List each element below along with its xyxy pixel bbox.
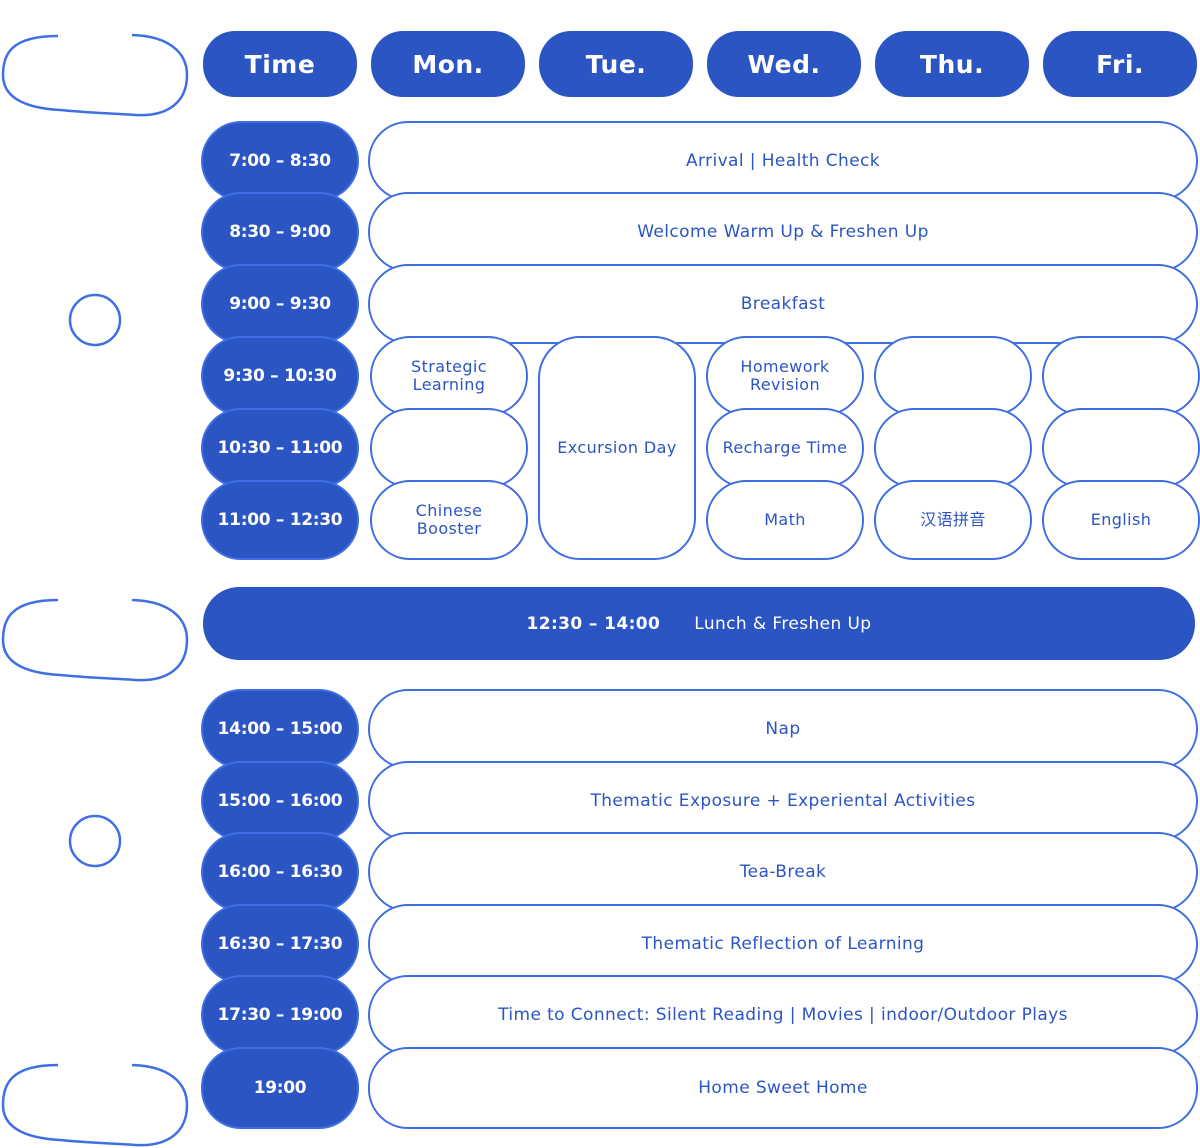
decorative-circle-1 <box>68 293 122 347</box>
cell-wed-recharge-time: Recharge Time <box>706 408 864 488</box>
cell-fri-empty-1 <box>1042 336 1200 416</box>
cell-mon-chinese-booster: Chinese Booster <box>370 480 528 560</box>
row-thematic-exposure: Thematic Exposure + Experiental Activiti… <box>368 761 1198 841</box>
lunch-label: Lunch & Freshen Up <box>694 613 872 634</box>
header-monday: Mon. <box>371 31 525 97</box>
header-time: Time <box>203 31 357 97</box>
header-wednesday: Wed. <box>707 31 861 97</box>
row-nap: Nap <box>368 689 1198 769</box>
decorative-blob-middle <box>1 598 189 682</box>
cell-thu-empty-2 <box>874 408 1032 488</box>
time-slot: 19:00 <box>201 1047 359 1129</box>
time-slot: 10:30 – 11:00 <box>201 408 359 488</box>
row-welcome: Welcome Warm Up & Freshen Up <box>368 192 1198 272</box>
time-slot: 14:00 – 15:00 <box>201 689 359 769</box>
header-tuesday: Tue. <box>539 31 693 97</box>
header-friday: Fri. <box>1043 31 1197 97</box>
header-thursday: Thu. <box>875 31 1029 97</box>
row-tea-break: Tea-Break <box>368 832 1198 912</box>
cell-thu-pinyin: 汉语拼音 <box>874 480 1032 560</box>
cell-fri-empty-2 <box>1042 408 1200 488</box>
decorative-shapes <box>1 33 189 1147</box>
time-slot: 16:30 – 17:30 <box>201 904 359 984</box>
cell-mon-strategic-learning: Strategic Learning <box>370 336 528 416</box>
row-thematic-reflection: Thematic Reflection of Learning <box>368 904 1198 984</box>
row-time-to-connect: Time to Connect: Silent Reading | Movies… <box>368 975 1198 1055</box>
cell-wed-homework-revision: Homework Revision <box>706 336 864 416</box>
cell-mon-empty <box>370 408 528 488</box>
lunch-bar: 12:30 – 14:00 Lunch & Freshen Up <box>203 587 1195 660</box>
row-breakfast: Breakfast <box>368 264 1198 344</box>
cell-thu-empty-1 <box>874 336 1032 416</box>
time-slot: 15:00 – 16:00 <box>201 761 359 841</box>
row-arrival: Arrival | Health Check <box>368 121 1198 201</box>
decorative-blob-bottom <box>1 1063 189 1147</box>
time-slot: 11:00 – 12:30 <box>201 480 359 560</box>
decorative-blob-top <box>1 33 189 117</box>
time-slot: 9:30 – 10:30 <box>201 336 359 416</box>
time-slot: 17:30 – 19:00 <box>201 975 359 1055</box>
cell-tue-excursion-day: Excursion Day <box>538 336 696 560</box>
cell-wed-math: Math <box>706 480 864 560</box>
cell-fri-english: English <box>1042 480 1200 560</box>
row-home-sweet-home: Home Sweet Home <box>368 1047 1198 1129</box>
time-slot: 8:30 – 9:00 <box>201 192 359 272</box>
lunch-time: 12:30 – 14:00 <box>526 613 661 634</box>
time-slot: 16:00 – 16:30 <box>201 832 359 912</box>
time-slot: 7:00 – 8:30 <box>201 121 359 201</box>
time-slot: 9:00 – 9:30 <box>201 264 359 344</box>
decorative-circle-2 <box>68 814 122 868</box>
